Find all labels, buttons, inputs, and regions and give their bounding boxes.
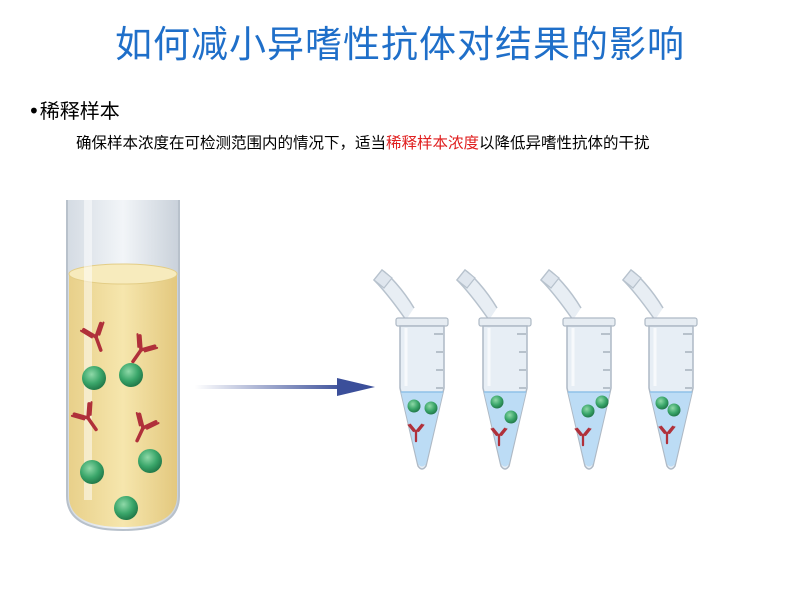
highlighted-phrase: 稀释样本浓度 (386, 134, 480, 152)
arrow-right-icon (195, 378, 375, 396)
page-title: 如何减小异嗜性抗体对结果的影响 (115, 23, 685, 66)
microcentrifuge-tube-icon (372, 268, 699, 471)
description-text-part1: 确保样本浓度在可检测范围内的情况下，适当 (76, 134, 387, 152)
description-text: 确保样本浓度在可检测范围内的情况下，适当稀释样本浓度以降低异嗜性抗体的干扰 (28, 133, 788, 154)
description-text-part2: 以降低异嗜性抗体的干扰 (479, 134, 650, 152)
particle-icons (80, 363, 162, 520)
section-bullet: •稀释样本 (28, 99, 120, 123)
test-tube-icon (66, 200, 180, 532)
